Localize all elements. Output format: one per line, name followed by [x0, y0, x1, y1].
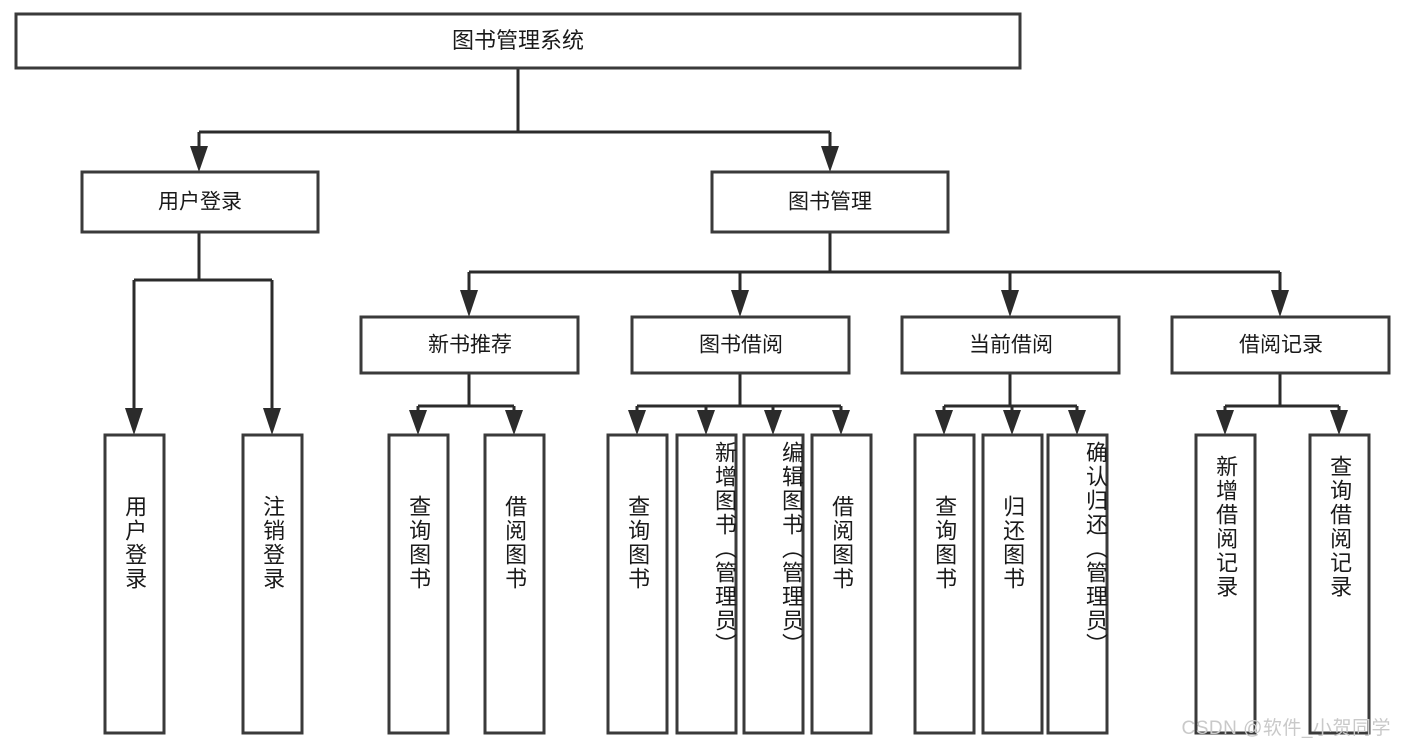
node-user-login-label: 用户登录: [158, 191, 242, 214]
arrow-head-leaf-query-book-1: [409, 410, 427, 435]
arrow-head-current-borrow: [1001, 290, 1019, 317]
node-new-book-recommend-label: 新书推荐: [428, 334, 512, 357]
node-leaf-logout-login-box[interactable]: [241, 433, 304, 735]
arrow-head-leaf-edit-book: [764, 410, 782, 435]
node-leaf-confirm-return-box[interactable]: [1046, 433, 1109, 735]
node-leaf-query-book-1-box[interactable]: [387, 433, 450, 735]
node-current-borrow-label: 当前借阅: [969, 334, 1053, 357]
connector-layer: [125, 68, 1348, 435]
node-leaf-query-book-2-box[interactable]: [606, 433, 669, 735]
node-leaf-query-record-box[interactable]: [1308, 433, 1371, 735]
node-leaf-edit-book-box[interactable]: [742, 433, 805, 735]
csdn-watermark: CSDN @软件_小贺同学: [1181, 718, 1391, 739]
node-layer: 图书管理系统 用户登录 图书管理 新书推荐 图书借阅 当前借阅 借阅记录: [14, 12, 1391, 735]
node-leaf-return-book-box[interactable]: [981, 433, 1044, 735]
arrow-head-leaf-borrow-book-2: [832, 410, 850, 435]
arrow-head-leaf-return-book: [1003, 410, 1021, 435]
node-book-manage-box[interactable]: [710, 170, 950, 234]
node-book-manage-label: 图书管理: [788, 191, 872, 214]
node-current-borrow-box[interactable]: [900, 315, 1121, 375]
node-leaf-borrow-book-1-box[interactable]: [483, 433, 546, 735]
node-borrow-record-box[interactable]: [1170, 315, 1391, 375]
arrow-head-leaf-query-book-2: [628, 410, 646, 435]
node-root-box[interactable]: [14, 12, 1022, 70]
arrow-head-book-borrow: [731, 290, 749, 317]
arrow-head-leaf-add-book: [697, 410, 715, 435]
node-leaf-user-login-box[interactable]: [103, 433, 166, 735]
node-leaf-query-book-3-box[interactable]: [913, 433, 976, 735]
arrow-head-leaf-logout-login: [263, 408, 281, 435]
arrow-head-book-manage: [821, 146, 839, 172]
node-user-login-box[interactable]: [80, 170, 320, 234]
arrow-head-leaf-user-login: [125, 408, 143, 435]
arrow-head-user-login: [190, 146, 208, 172]
arrow-head-leaf-query-book-3: [935, 410, 953, 435]
arrow-head-new-book-recommend: [460, 290, 478, 317]
arrow-head-leaf-add-record: [1216, 410, 1234, 435]
node-leaf-add-book-box[interactable]: [675, 433, 738, 735]
node-leaf-add-record-box[interactable]: [1194, 433, 1257, 735]
node-leaf-borrow-book-2-box[interactable]: [810, 433, 873, 735]
arrow-head-borrow-record: [1271, 290, 1289, 317]
arrow-head-leaf-query-record: [1330, 410, 1348, 435]
node-book-borrow-label: 图书借阅: [699, 334, 783, 357]
node-root-label: 图书管理系统: [452, 28, 584, 53]
arrow-head-leaf-confirm-return: [1068, 410, 1086, 435]
node-borrow-record-label: 借阅记录: [1239, 334, 1323, 357]
node-new-book-recommend-box[interactable]: [359, 315, 580, 375]
node-book-borrow-box[interactable]: [630, 315, 851, 375]
arrow-head-leaf-borrow-book-1: [505, 410, 523, 435]
